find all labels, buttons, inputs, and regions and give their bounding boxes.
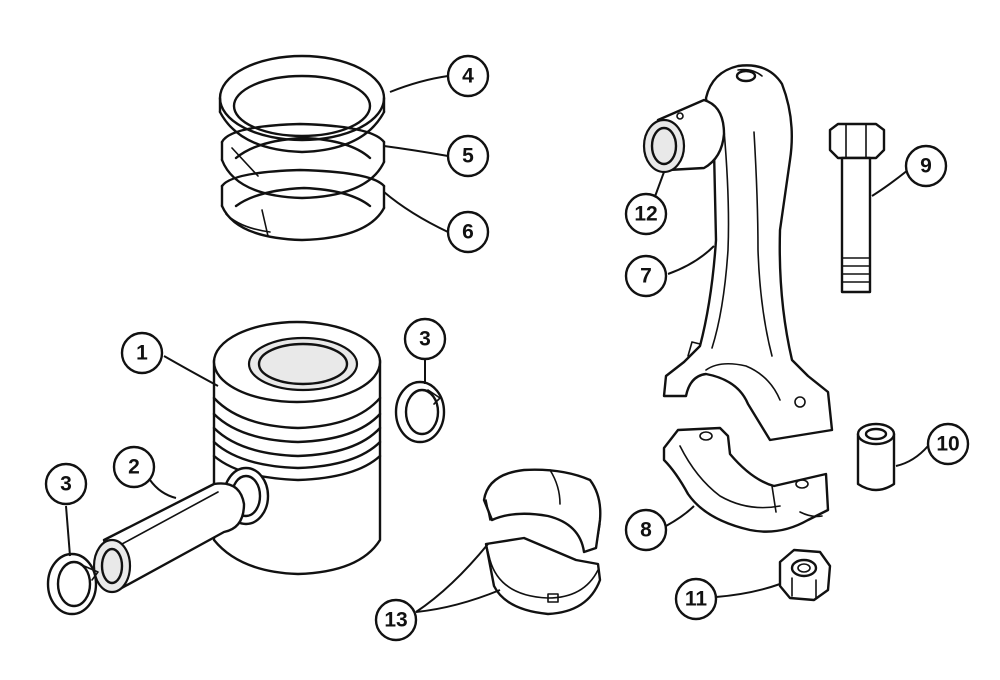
- circlip-left: [46, 552, 99, 616]
- callout-circle: [674, 577, 718, 621]
- callout-number: 1: [136, 342, 148, 365]
- callout-number: 4: [462, 65, 474, 88]
- callout-circle: [624, 254, 668, 298]
- connecting-rod: [642, 64, 834, 442]
- callout-6: 6: [446, 210, 490, 254]
- callout-number: 6: [462, 221, 474, 244]
- callout-number: 8: [640, 519, 652, 542]
- callout-number: 2: [128, 456, 140, 479]
- callout-circle: [446, 54, 490, 98]
- callout-11: 11: [674, 577, 718, 621]
- callout-7: 7: [624, 254, 668, 298]
- callout-4: 4: [446, 54, 490, 98]
- callout-1: 1: [120, 331, 164, 375]
- callout-number: 12: [634, 203, 657, 226]
- callout-9: 9: [904, 144, 948, 188]
- callout-circle: [624, 192, 668, 236]
- callout-number: 3: [60, 473, 72, 496]
- piston: [212, 320, 382, 576]
- callout-2: 2: [112, 445, 156, 489]
- callout-number: 5: [462, 145, 474, 168]
- callout-number: 10: [936, 433, 959, 456]
- leader-lines: [65, 75, 929, 613]
- callout-circle: [904, 144, 948, 188]
- callout-circle: [374, 598, 418, 642]
- callout-13: 13: [374, 598, 418, 642]
- gudgeon-pin: [92, 482, 246, 594]
- callout-number: 11: [685, 588, 708, 611]
- dowel-sleeve: [856, 422, 896, 492]
- callout-10: 10: [926, 422, 970, 466]
- callout-circle: [44, 462, 88, 506]
- callout-8: 8: [624, 508, 668, 552]
- callout-circle: [446, 210, 490, 254]
- callout-circle: [120, 331, 164, 375]
- callout-circle: [446, 134, 490, 178]
- rod-nut: [778, 548, 832, 602]
- rod-cap: [662, 426, 830, 533]
- callout-number: 7: [640, 265, 652, 288]
- callout-3-right: 3: [403, 317, 447, 361]
- callout-circle: [926, 422, 970, 466]
- callout-5: 5: [446, 134, 490, 178]
- callout-circle: [624, 508, 668, 552]
- callout-number: 3: [419, 328, 431, 351]
- bearing-shells: [482, 468, 602, 616]
- callout-number: 9: [920, 155, 932, 178]
- circlip-right: [394, 380, 446, 444]
- rod-bolt: [828, 122, 886, 294]
- callout-number: 13: [384, 609, 407, 632]
- callout-circle: [112, 445, 156, 489]
- piston-rings: [218, 54, 386, 242]
- callout-12: 12: [624, 192, 668, 236]
- callout-circle: [403, 317, 447, 361]
- callout-3-left: 3: [44, 462, 88, 506]
